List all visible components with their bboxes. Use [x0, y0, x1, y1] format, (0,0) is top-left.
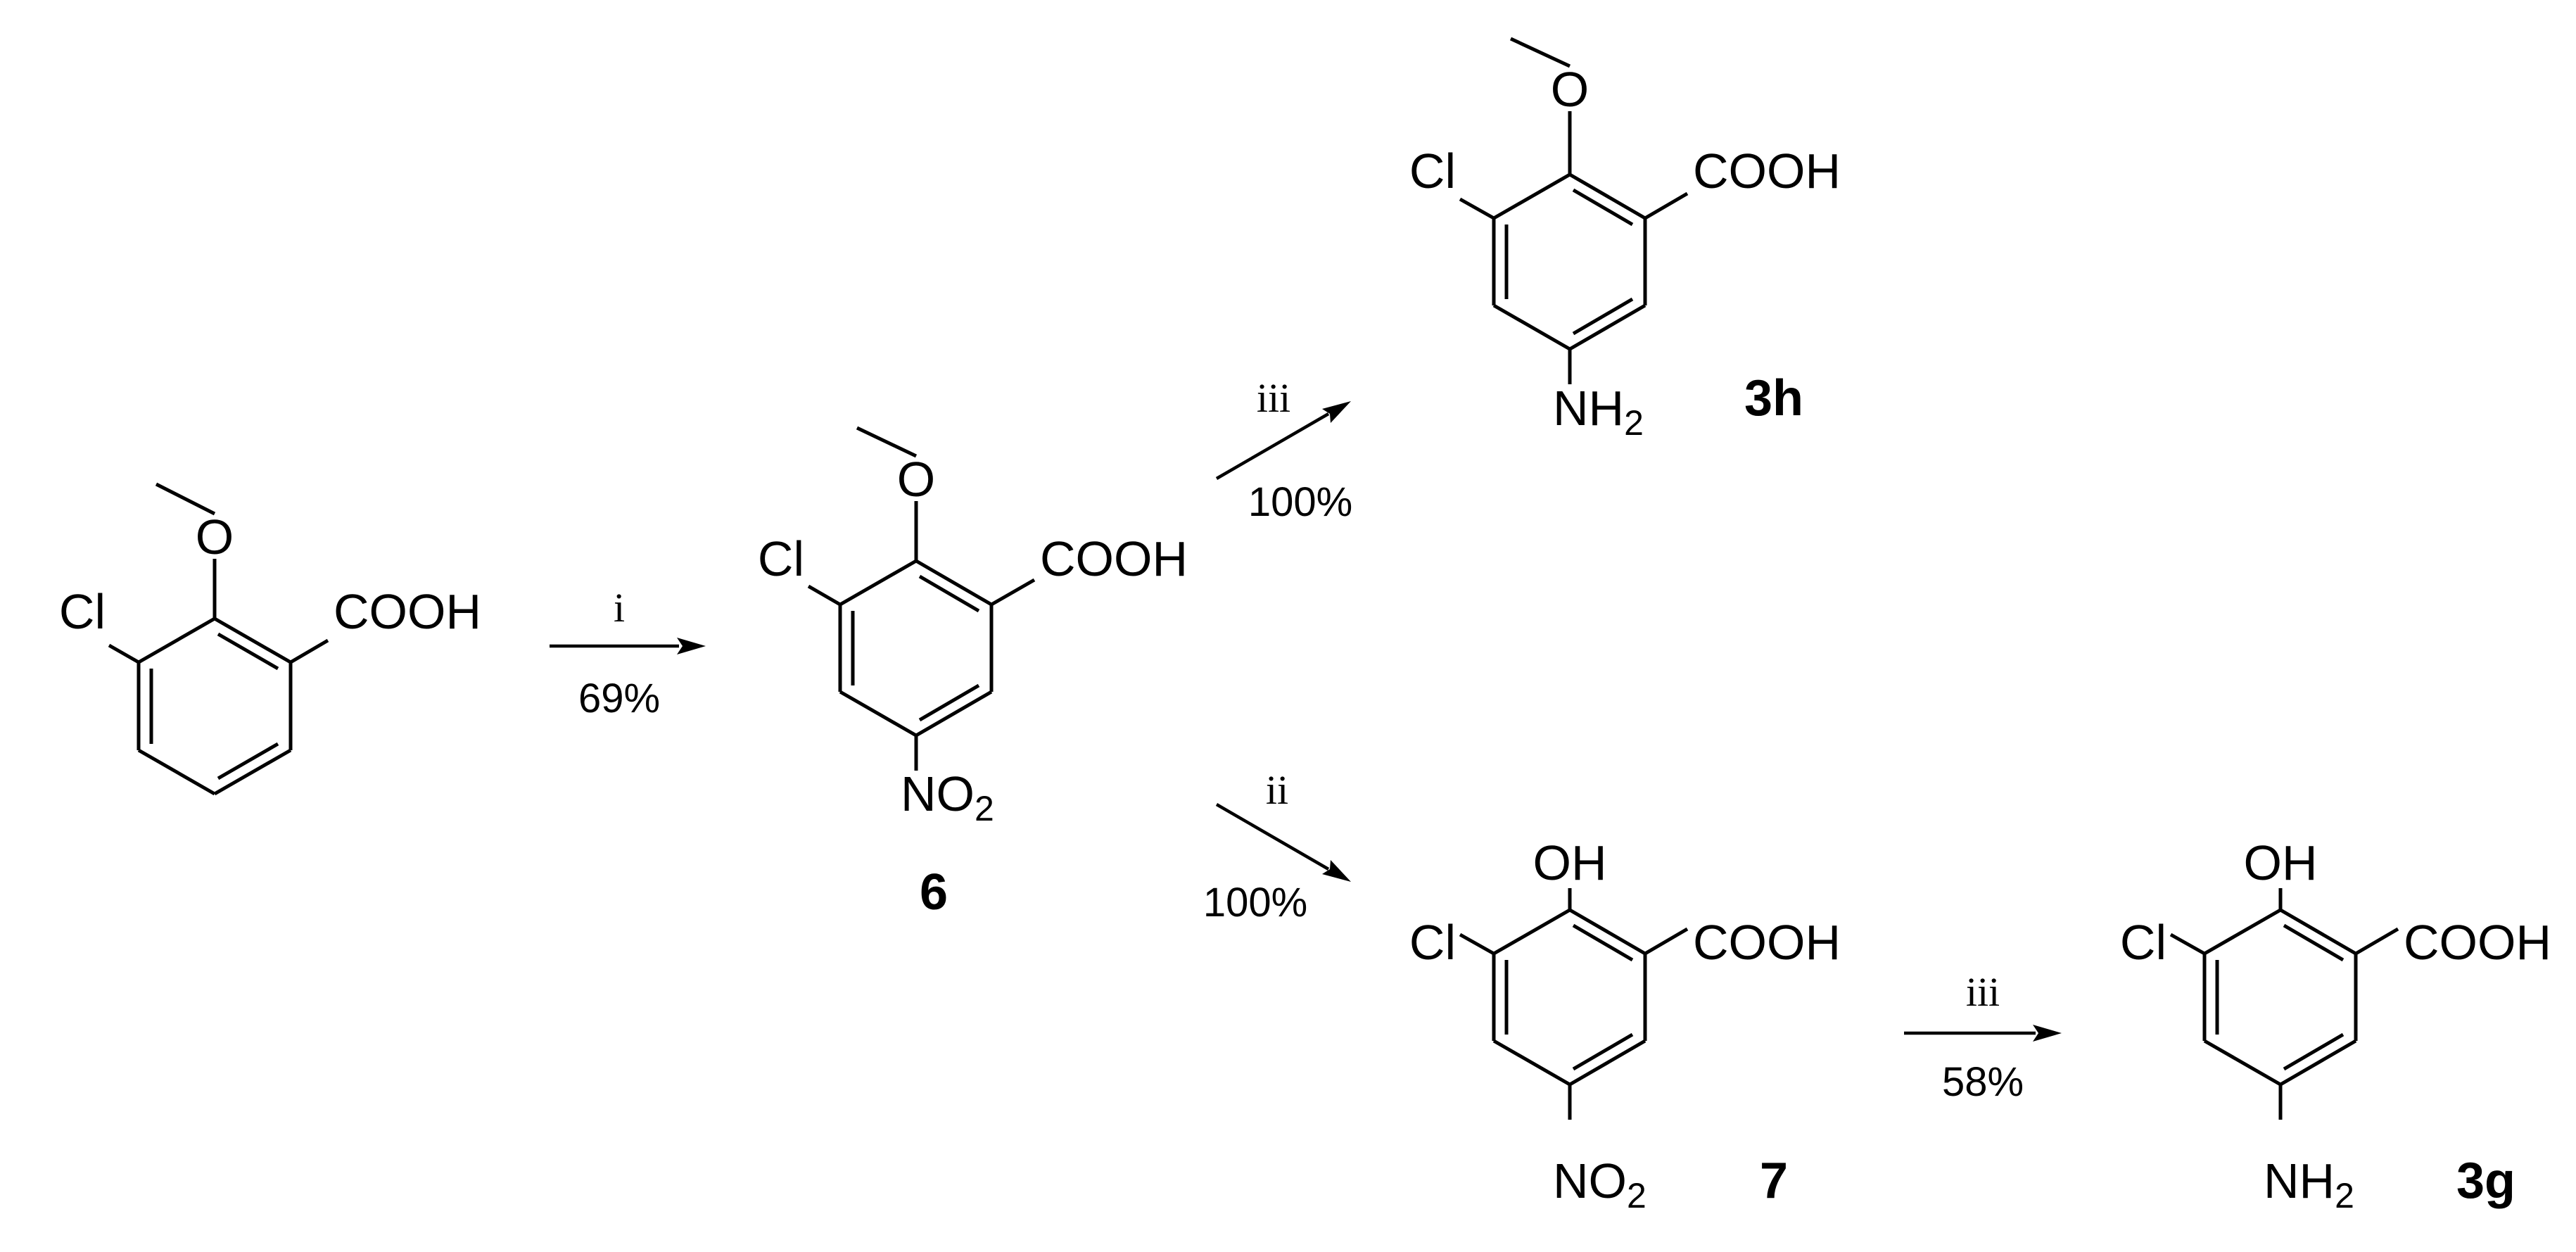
yield-label: 58% [1942, 1059, 2024, 1105]
methoxy-oxygen-label: O [196, 510, 234, 564]
chloro-label: Cl [2120, 915, 2166, 970]
compound-7: OH Cl COOH NO2 7 [1409, 835, 1841, 1215]
condition-label: iii [1257, 375, 1290, 421]
nitro-label: NO2 [1553, 1153, 1647, 1215]
carboxylic-acid-label: COOH [1040, 531, 1188, 586]
amino-label: NH2 [2264, 1153, 2354, 1215]
yield-label: 69% [578, 676, 660, 721]
compound-number-label: 6 [920, 864, 948, 921]
hydroxy-label: OH [1533, 835, 1607, 890]
chloro-label: Cl [758, 531, 804, 586]
nitro-label: NO2 [901, 766, 994, 828]
carboxylic-acid-label: COOH [1693, 144, 1841, 198]
condition-label: i [614, 585, 625, 631]
carboxylic-acid-label: COOH [334, 584, 481, 639]
compound-number-label: 3h [1744, 370, 1803, 426]
compound-number-label: 3g [2456, 1153, 2515, 1209]
compound-3g: OH Cl COOH NH2 3g [2120, 835, 2551, 1215]
chloro-label: Cl [1409, 144, 1456, 198]
yield-label: 100% [1203, 880, 1307, 925]
condition-label: iii [1966, 969, 2000, 1015]
amino-label: NH2 [1553, 381, 1644, 443]
compound-3h: O Cl COOH NH2 3h [1409, 37, 1841, 443]
yield-label: 100% [1248, 479, 1352, 525]
reaction-arrow-ii: ii 100% [1203, 767, 1351, 925]
compound-6: O Cl COOH NO2 6 [758, 426, 1188, 921]
methoxy-oxygen-label: O [1551, 62, 1589, 117]
condition-label: ii [1266, 767, 1288, 813]
carboxylic-acid-label: COOH [2404, 915, 2551, 970]
carboxylic-acid-label: COOH [1693, 915, 1841, 970]
compound-number-label: 7 [1760, 1153, 1788, 1209]
chloro-label: Cl [1409, 915, 1456, 970]
reaction-arrow-iii-right: iii 58% [1904, 969, 2062, 1105]
chloro-label: Cl [59, 584, 106, 639]
reaction-arrow-iii-upper: iii 100% [1215, 375, 1352, 525]
reaction-arrow-i: i 69% [550, 585, 706, 721]
methoxy-oxygen-label: O [897, 452, 935, 507]
starting-material: O Cl COOH [59, 482, 481, 796]
hydroxy-label: OH [2244, 835, 2318, 890]
